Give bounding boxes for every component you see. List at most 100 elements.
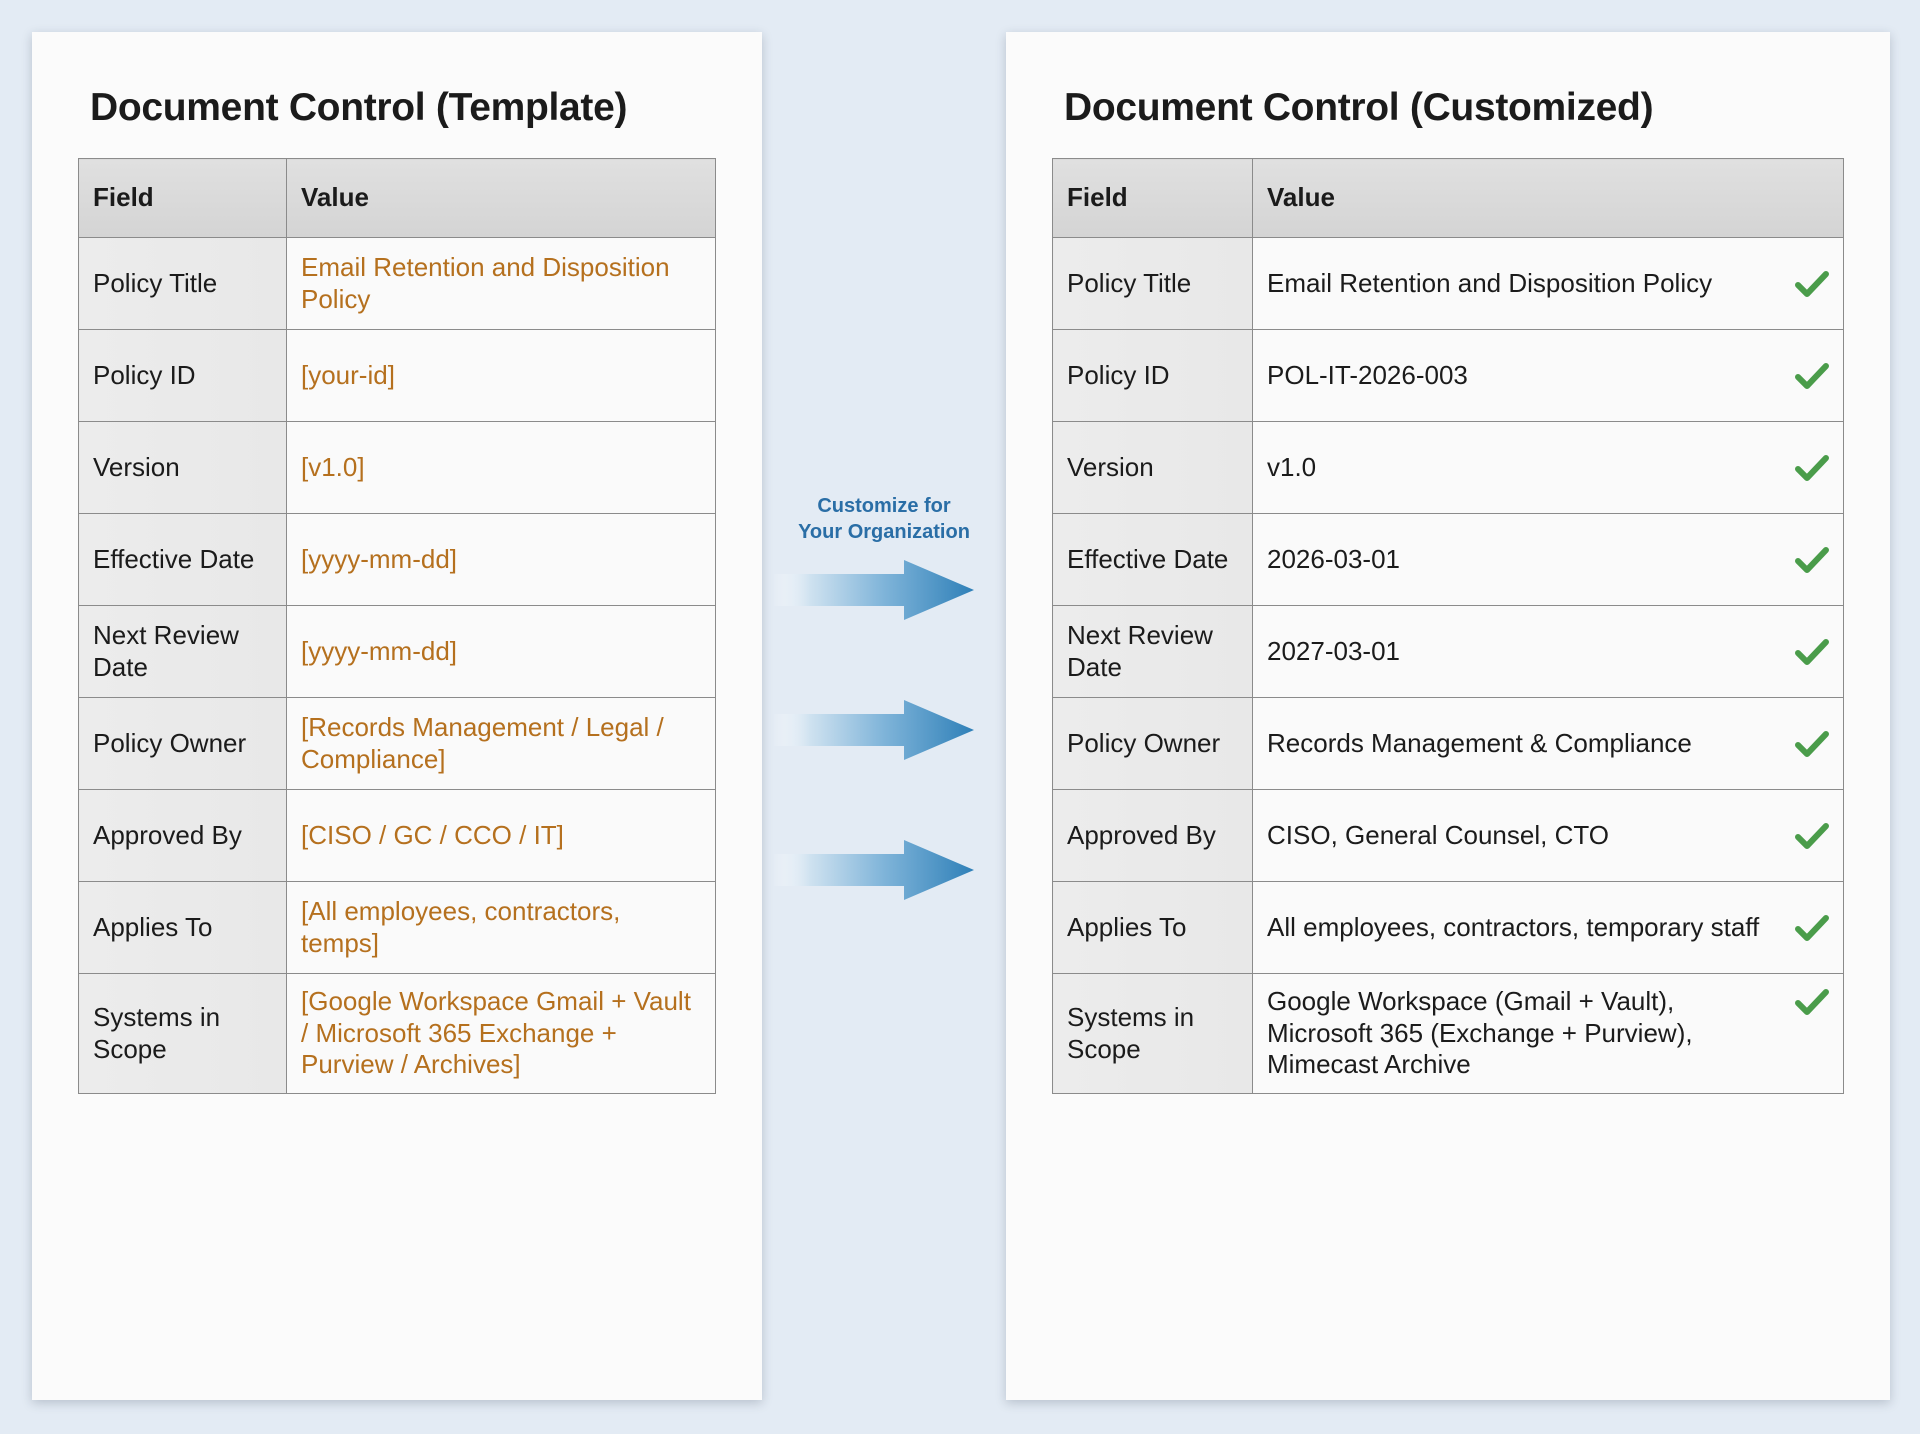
value-text: [your-id]: [301, 359, 395, 390]
field-name-cell: Version: [78, 421, 287, 514]
table-row: Approved By [CISO / GC / CCO / IT]: [78, 789, 716, 882]
value-wrapper: [All employees, contractors, temps]: [301, 896, 701, 959]
value-text: [Records Management / Legal / Compliance…: [301, 711, 664, 774]
field-value-cell: All employees, contractors, temporary st…: [1252, 881, 1844, 974]
column-header-value: Value: [1252, 158, 1844, 238]
table-row: Policy Owner[Records Management / Legal …: [78, 697, 716, 790]
value-wrapper: All employees, contractors, temporary st…: [1267, 912, 1829, 944]
field-name-cell: Policy Owner: [78, 697, 287, 790]
field-value-cell: v1.0: [1252, 421, 1844, 514]
table-row: Policy Title Email Retention and Disposit…: [1052, 237, 1844, 330]
column-header-field: Field: [1052, 158, 1253, 238]
value-wrapper: [Google Workspace Gmail + Vault / Micros…: [301, 986, 701, 1081]
field-name-cell: Policy Owner: [1052, 697, 1253, 790]
field-name-cell: Effective Date: [78, 513, 287, 606]
arrow-right-icon: [774, 840, 974, 900]
column-header-value: Value: [286, 158, 716, 238]
check-icon: [1795, 988, 1829, 1018]
table-row: Effective Date [yyyy-mm-dd]: [78, 513, 716, 606]
value-wrapper: CISO, General Counsel, CTO: [1267, 820, 1829, 852]
check-icon: [1795, 454, 1829, 484]
field-value-cell: [Google Workspace Gmail + Vault / Micros…: [286, 972, 716, 1095]
field-value-cell: 2027-03-01: [1252, 605, 1844, 698]
value-text: Email Retention and Disposition Policy: [1267, 267, 1713, 298]
table-row: Version [v1.0]: [78, 421, 716, 514]
field-name-cell: Policy ID: [78, 329, 287, 422]
table-row: Applies To[All employees, contractors, t…: [78, 881, 716, 974]
field-name-cell: Effective Date: [1052, 513, 1253, 606]
field-value-cell: [All employees, contractors, temps]: [286, 881, 716, 974]
check-icon: [1795, 822, 1829, 852]
value-wrapper: [yyyy-mm-dd]: [301, 544, 701, 576]
customize-connector: Customize for Your Organization: [762, 0, 1006, 1368]
field-value-cell: POL-IT-2026-003: [1252, 329, 1844, 422]
field-name-cell: Policy Title: [1052, 237, 1253, 330]
check-icon: [1795, 270, 1829, 300]
customize-label-line2: Your Organization: [798, 520, 970, 543]
field-value-cell: [yyyy-mm-dd]: [286, 605, 716, 698]
table-header-row: Field Value: [78, 158, 716, 238]
value-text: Email Retention and Disposition Policy: [301, 251, 670, 314]
value-text: POL-IT-2026-003: [1267, 359, 1468, 390]
value-wrapper: 2027-03-01: [1267, 636, 1829, 668]
table-row: Version v1.0: [1052, 421, 1844, 514]
customized-table-body: Policy Title Email Retention and Disposit…: [1052, 237, 1844, 1095]
value-text: v1.0: [1267, 451, 1317, 482]
value-wrapper: 2026-03-01: [1267, 544, 1829, 576]
field-name-cell: Systems in Scope: [1052, 972, 1253, 1095]
value-wrapper: Records Management & Compliance: [1267, 728, 1829, 760]
value-wrapper: [yyyy-mm-dd]: [301, 636, 701, 668]
value-wrapper: Email Retention and Disposition Policy: [301, 252, 701, 315]
field-name-cell: Next Review Date: [1052, 605, 1253, 698]
field-value-cell: Records Management & Compliance: [1252, 697, 1844, 790]
field-name-cell: Applies To: [78, 881, 287, 974]
table-row: Policy ID [your-id]: [78, 329, 716, 422]
field-value-cell: CISO, General Counsel, CTO: [1252, 789, 1844, 882]
value-text: Records Management & Compliance: [1267, 727, 1692, 758]
customized-panel: Document Control (Customized) Field Valu…: [1006, 32, 1890, 1400]
value-text: 2027-03-01: [1267, 635, 1400, 666]
field-value-cell: [your-id]: [286, 329, 716, 422]
field-value-cell: [Records Management / Legal / Compliance…: [286, 697, 716, 790]
value-text: [v1.0]: [301, 451, 365, 482]
field-name-cell: Applies To: [1052, 881, 1253, 974]
field-value-cell: Email Retention and Disposition Policy: [1252, 237, 1844, 330]
check-icon: [1795, 914, 1829, 944]
column-header-field: Field: [78, 158, 287, 238]
field-value-cell: [yyyy-mm-dd]: [286, 513, 716, 606]
value-wrapper: [Records Management / Legal / Compliance…: [301, 712, 701, 775]
table-row: Systems in Scope[Google Workspace Gmail …: [78, 972, 716, 1095]
check-icon: [1795, 730, 1829, 760]
value-wrapper: Email Retention and Disposition Policy: [1267, 268, 1829, 300]
value-wrapper: v1.0: [1267, 452, 1829, 484]
field-name-cell: Next Review Date: [78, 605, 287, 698]
field-value-cell: 2026-03-01: [1252, 513, 1844, 606]
customized-table: Field Value Policy Title Email Retention …: [1052, 158, 1844, 1095]
field-name-cell: Version: [1052, 421, 1253, 514]
field-value-cell: Email Retention and Disposition Policy: [286, 237, 716, 330]
template-panel-title: Document Control (Template): [90, 86, 628, 129]
table-row: Effective Date 2026-03-01: [1052, 513, 1844, 606]
check-icon: [1795, 546, 1829, 576]
field-value-cell: [v1.0]: [286, 421, 716, 514]
check-icon: [1795, 638, 1829, 668]
table-header-row: Field Value: [1052, 158, 1844, 238]
value-text: [CISO / GC / CCO / IT]: [301, 819, 564, 850]
value-text: [All employees, contractors, temps]: [301, 895, 621, 958]
value-text: Google Workspace (Gmail + Vault), Micros…: [1267, 986, 1693, 1080]
value-text: All employees, contractors, temporary st…: [1267, 911, 1760, 942]
value-wrapper: [CISO / GC / CCO / IT]: [301, 820, 701, 852]
value-text: [yyyy-mm-dd]: [301, 543, 457, 574]
value-wrapper: [v1.0]: [301, 452, 701, 484]
table-row: Next Review Date 2027-03-01: [1052, 605, 1844, 698]
value-wrapper: POL-IT-2026-003: [1267, 360, 1829, 392]
value-wrapper: Google Workspace (Gmail + Vault), Micros…: [1267, 986, 1829, 1081]
customize-label-line1: Customize for: [817, 495, 951, 517]
field-name-cell: Approved By: [78, 789, 287, 882]
